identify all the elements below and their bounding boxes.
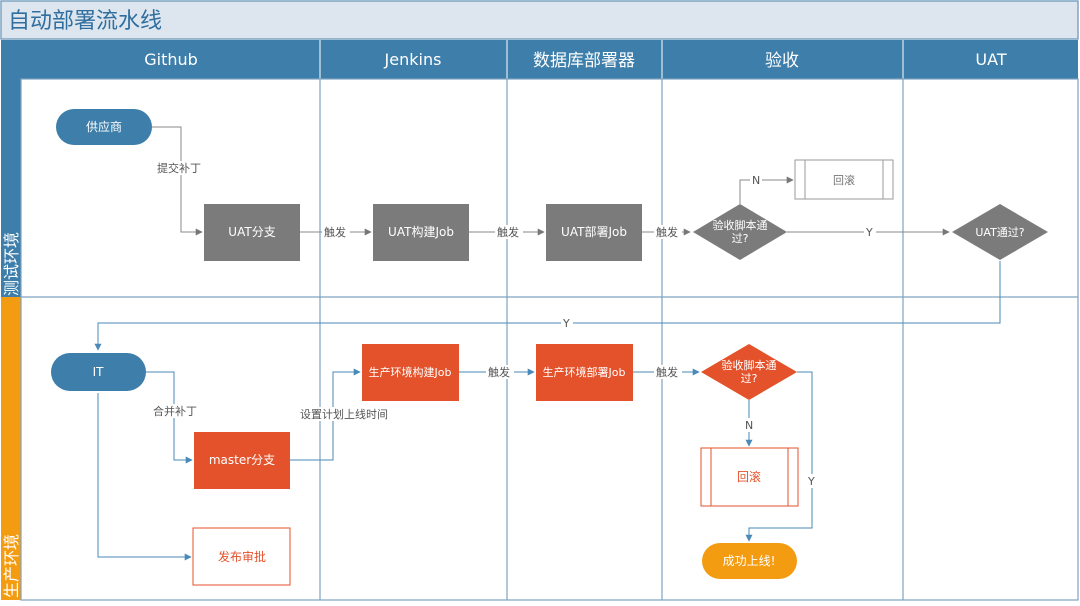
node-uat-build-job[interactable]: UAT构建Job <box>373 204 469 261</box>
node-prod-deploy-job-label: 生产环境部署Job <box>543 365 626 379</box>
test-connectors <box>152 126 950 236</box>
node-success-label: 成功上线! <box>723 554 776 568</box>
edge-label-trigger-4: 触发 <box>488 365 510 379</box>
node-uat-pass-decision[interactable]: UAT通过? <box>952 204 1048 260</box>
node-test-rollback-label: 回滚 <box>833 173 855 187</box>
edge-label-submit-patch: 提交补丁 <box>157 161 201 175</box>
node-it-label: IT <box>93 365 105 379</box>
edge-label-yes-prod: Y <box>807 475 815 488</box>
column-github: Github <box>144 50 198 69</box>
edge-label-yes-test: Y <box>865 226 873 239</box>
node-test-acceptance-label: 验收脚本通过? <box>713 218 768 245</box>
edge-label-schedule: 设置计划上线时间 <box>300 407 388 421</box>
column-db-deployer: 数据库部署器 <box>533 51 635 71</box>
node-prod-rollback-label: 回滚 <box>737 469 761 484</box>
node-uat-pass-label: UAT通过? <box>975 226 1024 239</box>
grid-lines <box>20 78 1079 601</box>
column-header-bar <box>1 40 1078 79</box>
edge-label-trigger-3: 触发 <box>656 225 678 239</box>
edge-labels: 提交补丁 触发 触发 触发 N Y Y 合并补丁 设置计划上线时间 触发 触发 … <box>152 161 876 488</box>
node-prod-rollback[interactable]: 回滚 <box>700 447 799 507</box>
node-prod-build-job-label: 生产环境构建Job <box>369 365 452 379</box>
node-supplier-label: 供应商 <box>86 119 122 134</box>
header-dividers <box>319 40 904 79</box>
node-supplier[interactable]: 供应商 <box>56 109 152 145</box>
node-prod-acceptance-decision[interactable]: 验收脚本通过? <box>701 344 797 400</box>
lane-strip-prod <box>1 297 21 600</box>
node-prod-build-job[interactable]: 生产环境构建Job <box>362 344 459 401</box>
column-jenkins: Jenkins <box>384 50 442 69</box>
edge-label-yes-uat: Y <box>562 317 570 330</box>
column-uat: UAT <box>975 50 1006 69</box>
edge-label-merge-patch: 合并补丁 <box>153 404 197 418</box>
page-title: 自动部署流水线 <box>8 9 162 34</box>
lane-label-prod: 生产环境 <box>2 534 21 598</box>
edge-label-trigger-1: 触发 <box>324 225 346 239</box>
prod-connectors <box>94 261 1001 561</box>
title-bar <box>0 0 1079 40</box>
node-uat-branch-label: UAT分支 <box>228 225 275 239</box>
node-release-review-label: 发布审批 <box>218 549 266 564</box>
node-prod-deploy-job[interactable]: 生产环境部署Job <box>536 344 633 401</box>
edge-label-no-test: N <box>752 174 760 187</box>
node-uat-branch[interactable]: UAT分支 <box>204 204 300 261</box>
edge-label-trigger-2: 触发 <box>497 225 519 239</box>
node-master-branch[interactable]: master分支 <box>194 432 290 489</box>
node-success[interactable]: 成功上线! <box>702 543 797 579</box>
node-uat-deploy-job-label: UAT部署Job <box>561 224 627 239</box>
node-prod-acceptance-label: 验收脚本通过? <box>722 358 777 385</box>
lane-label-test: 测试环境 <box>2 232 21 296</box>
column-acceptance: 验收 <box>765 51 799 71</box>
node-uat-deploy-job[interactable]: UAT部署Job <box>546 204 642 261</box>
node-master-branch-label: master分支 <box>209 453 275 467</box>
edge-label-no-prod: N <box>745 419 753 432</box>
lane-strip-test <box>1 40 21 297</box>
node-it[interactable]: IT <box>51 353 146 391</box>
node-release-review[interactable]: 发布审批 <box>192 527 291 586</box>
node-test-rollback[interactable]: 回滚 <box>794 159 894 200</box>
node-test-acceptance-decision[interactable]: 验收脚本通过? <box>693 204 787 260</box>
node-uat-build-job-label: UAT构建Job <box>388 224 454 239</box>
edge-label-trigger-5: 触发 <box>656 365 678 379</box>
